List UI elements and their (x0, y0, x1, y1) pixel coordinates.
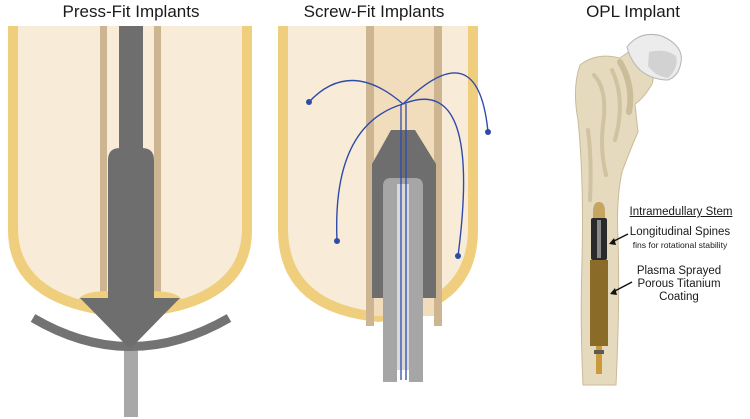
arrow-spines-head (609, 238, 616, 245)
longitudinal-spines-label: Longitudinal Spines (629, 226, 731, 238)
press-fit-stem-body (80, 148, 180, 348)
screw-fit-title: Screw-Fit Implants (303, 2, 445, 21)
arrow-coating-head (610, 288, 617, 295)
femur-shading (586, 68, 622, 202)
intramedullary-stem-label: Intramedullary Stem (629, 206, 733, 218)
screw-fit-wire-tip (485, 129, 491, 135)
spine-highlight (597, 220, 601, 258)
stem-distal-ring (594, 350, 604, 354)
press-fit-panel (8, 26, 252, 417)
screw-fit-wire-upper-left (308, 79, 404, 105)
screw-fit-sleeve-highlight (397, 184, 409, 370)
screw-fit-wire-lower-right (402, 98, 465, 257)
opl-title: OPL Implant (586, 2, 680, 21)
femoral-head-cap (648, 50, 677, 78)
femur-neck-ridge (617, 59, 634, 115)
opl-stem (590, 202, 608, 374)
press-fit-canal-wall-left (100, 26, 107, 298)
arrow-coating (612, 281, 633, 293)
screw-fit-panel (278, 26, 491, 382)
screw-fit-wire-upper-right (402, 72, 489, 133)
coating-label: Plasma Sprayed Porous Titanium Coating (636, 265, 722, 304)
screw-fit-wire-tip (455, 253, 461, 259)
stem-distal-tip (596, 346, 602, 374)
press-fit-title: Press-Fit Implants (62, 2, 200, 21)
screw-fit-canal-wall-left (366, 26, 374, 326)
screw-fit-wire-tip (306, 99, 312, 105)
opl-femur (574, 33, 682, 386)
screw-fit-wire-lower-left (335, 103, 404, 242)
press-fit-upper-shaft (119, 26, 143, 154)
press-fit-canal-wall-right (154, 26, 161, 298)
fins-note-label: fins for rotational stability (632, 240, 728, 250)
screw-fit-canal-wall-right (434, 26, 442, 326)
screw-fit-wire-tip (334, 238, 340, 244)
press-fit-lower-rod (124, 345, 138, 417)
porous-coating (590, 260, 608, 346)
opl-stem-top (593, 202, 605, 218)
